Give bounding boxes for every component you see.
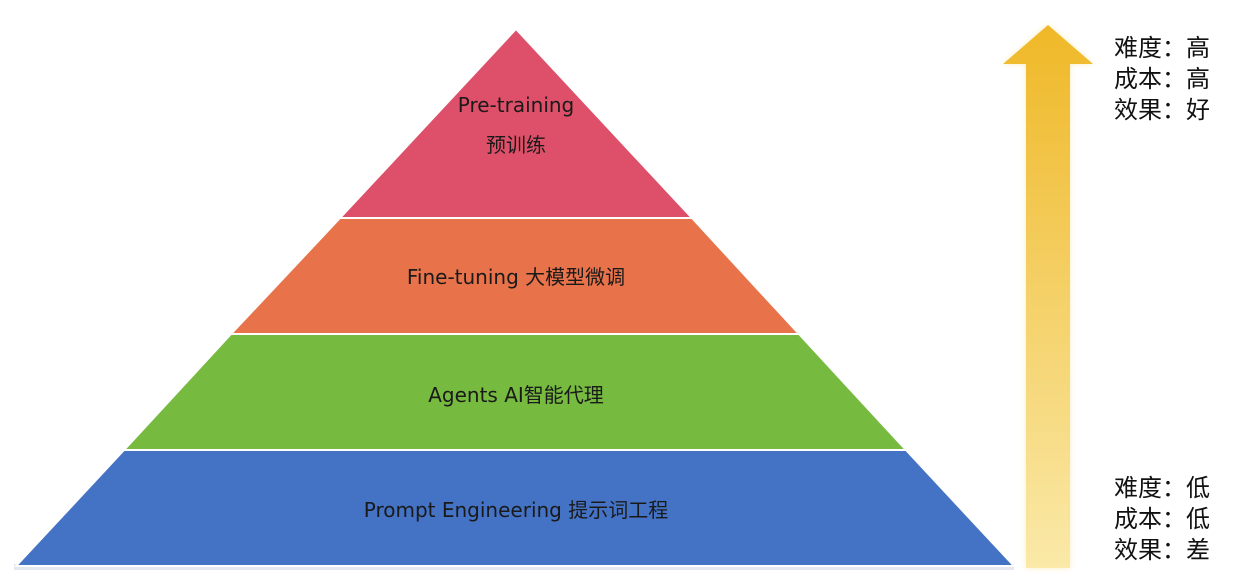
label-top-cost: 成本：高 — [1114, 65, 1210, 93]
tier-pretraining-label-line2: 预训练 — [486, 133, 546, 157]
label-top-group: 难度：高 成本：高 效果：好 — [1114, 33, 1210, 126]
label-bottom-group: 难度：低 成本：低 效果：差 — [1114, 473, 1210, 566]
tier-pretraining — [339, 28, 693, 219]
label-bottom-difficulty: 难度：低 — [1114, 474, 1210, 502]
tier-pretraining-label-line1: Pre-training — [458, 93, 575, 117]
tier-agents-label: Agents AI智能代理 — [428, 383, 604, 407]
label-top-difficulty: 难度：高 — [1114, 34, 1210, 62]
tier-prompt — [15, 449, 1015, 567]
label-bottom-effect: 效果：差 — [1114, 536, 1210, 564]
label-bottom-cost: 成本：低 — [1114, 505, 1210, 533]
label-top-effect: 效果：好 — [1114, 96, 1210, 124]
tier-finetuning-label: Fine-tuning 大模型微调 — [407, 265, 625, 289]
tier-prompt-label: Prompt Engineering 提示词工程 — [364, 498, 668, 522]
up-arrow — [1003, 25, 1093, 568]
